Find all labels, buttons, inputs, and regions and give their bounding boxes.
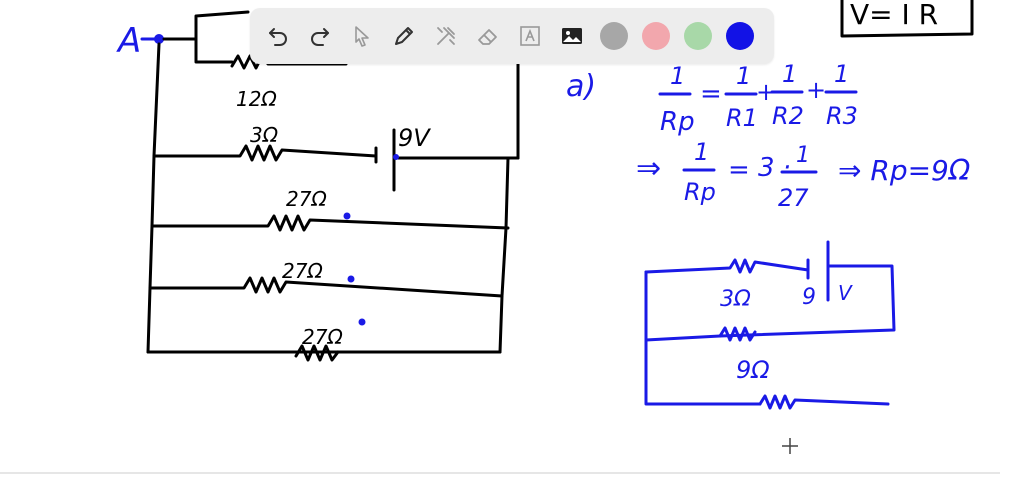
canvas-bottom-divider [0, 472, 1000, 474]
eq1-t3-den: R3 [826, 102, 858, 130]
battery-dot [393, 154, 399, 160]
left-circuit: A 12Ω 3Ω 9V 27Ω 27Ω 27Ω [116, 10, 520, 362]
formula-box-border [840, 0, 974, 38]
image-tool-button[interactable] [554, 18, 590, 54]
solution-work: a) 1 Rp = 1 R1 + 1 R2 + 1 R3 ⇒ 1 Rp = 3 … [566, 60, 971, 410]
eq1-t1-den: R1 [726, 104, 758, 132]
mini-branch-top [644, 258, 810, 274]
redo-button[interactable] [302, 18, 338, 54]
mini-r9-label: 9Ω [736, 356, 770, 384]
right-rail [498, 60, 520, 354]
node-a-label: A [116, 21, 141, 61]
pen-icon [395, 27, 413, 45]
branch-27b-wire [148, 276, 504, 298]
dot-27b [347, 275, 355, 283]
eraser-tool-button[interactable] [470, 18, 506, 54]
eq2-equals: = [728, 155, 750, 185]
text-tool-button[interactable] [512, 18, 548, 54]
undo-button[interactable] [260, 18, 296, 54]
branch-3ohm-wire [152, 144, 378, 162]
crosshair-cursor-icon [782, 438, 798, 454]
eq1-equals: = [700, 79, 722, 109]
undo-icon [269, 28, 287, 46]
eraser-icon [478, 29, 497, 45]
eq1-lhs-den: Rp [660, 107, 695, 137]
pen-tool-button[interactable] [386, 18, 422, 54]
left-rail [146, 42, 161, 354]
mini-battery-label: 9 [802, 285, 816, 310]
resistor-27a-label: 27Ω [286, 187, 327, 211]
mini-resistor-9 [718, 326, 757, 342]
formula-box: V= I R [840, 0, 974, 38]
redo-icon [311, 28, 329, 46]
resistor-12-label: 12Ω [236, 87, 277, 111]
dot-27a [343, 212, 351, 220]
battery-9v-label: 9V [398, 124, 431, 152]
tools-button[interactable] [428, 18, 464, 54]
mini-v-label: V [838, 281, 853, 305]
color-swatch-gray[interactable] [600, 22, 628, 50]
mini-right-rail [644, 264, 896, 342]
mini-r3-label: 3Ω [720, 287, 751, 312]
image-icon [562, 28, 582, 44]
select-tool-button[interactable] [344, 18, 380, 54]
resistor-3-label: 3Ω [250, 123, 279, 147]
eq1-t2-den: R2 [772, 102, 804, 130]
mini-bottom-resistor [758, 394, 890, 410]
formula-text: V= I R [850, 0, 938, 31]
eq1-lhs-num: 1 [670, 62, 685, 90]
eq1-plus-2: + [806, 76, 826, 104]
top-branch [162, 10, 250, 64]
color-swatch-green[interactable] [684, 22, 712, 50]
text-icon [520, 26, 540, 46]
eq2-mult: 3 · [758, 153, 791, 183]
resistor-12-zigzag [230, 54, 348, 70]
dot-27c [358, 318, 366, 326]
mini-left-rail [644, 270, 762, 406]
eq1-t1-num: 1 [736, 62, 751, 90]
drawing-toolbar [250, 8, 774, 64]
part-a-label: a) [566, 69, 596, 104]
color-swatch-pink[interactable] [642, 22, 670, 50]
resistor-27b-label: 27Ω [282, 259, 323, 283]
eq1-t3-num: 1 [834, 60, 849, 88]
color-swatch-blue[interactable] [726, 22, 754, 50]
branch-27a-wire [150, 214, 510, 232]
eq2-arrow: ⇒ [636, 151, 661, 186]
eq2-result: ⇒ Rp=9Ω [838, 154, 971, 187]
eq2-frac-den: 27 [778, 184, 809, 212]
resistor-27c-zigzag [294, 344, 340, 362]
eq2-lhs-den: Rp [684, 178, 716, 206]
resistor-27c-label: 27Ω [302, 325, 343, 349]
eq1-plus-1: + [756, 78, 776, 106]
eq2-lhs-num: 1 [694, 138, 709, 166]
eq2-frac-num: 1 [796, 143, 810, 168]
select-pointer-icon [355, 26, 369, 47]
tools-icon [437, 27, 455, 45]
eq1-t2-num: 1 [782, 60, 797, 88]
